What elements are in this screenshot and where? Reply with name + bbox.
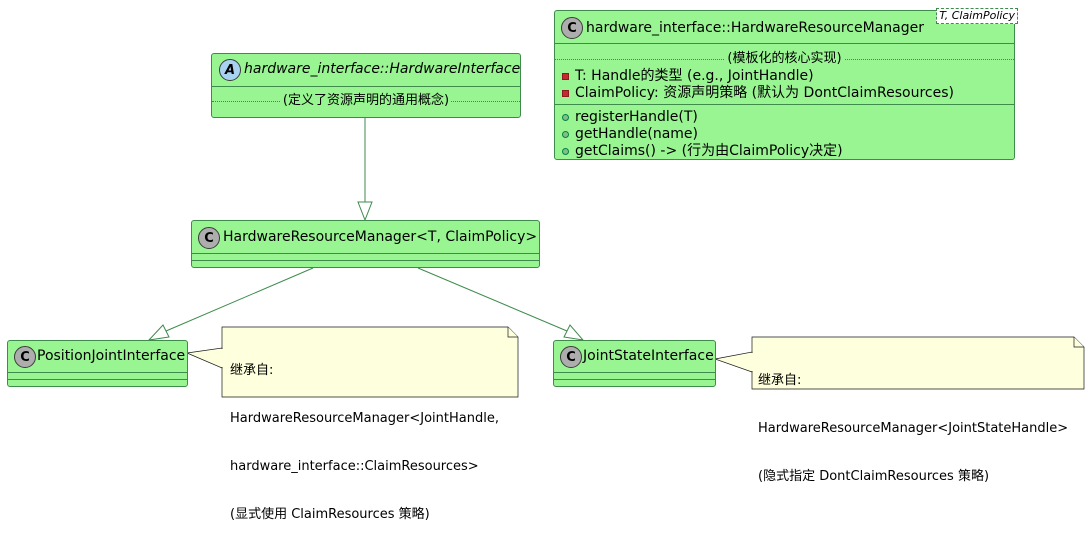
note-line: hardware_interface::ClaimResources> bbox=[230, 459, 479, 474]
inheritance-edge-jointstate bbox=[417, 267, 568, 332]
field-item: T: Handle的类型 (e.g., JointHandle) bbox=[575, 68, 814, 84]
class-divider bbox=[555, 43, 1014, 44]
separator-note: (模板化的核心实现) bbox=[725, 51, 844, 66]
hardware-interface-class[interactable]: A hardware_interface::HardwareInterface … bbox=[211, 53, 521, 118]
class-icon: C bbox=[560, 346, 582, 368]
class-name: hardware_interface::HardwareInterface bbox=[244, 61, 521, 77]
note-line: (隐式指定 DontClaimResources 策略) bbox=[758, 469, 990, 484]
inheritance-edge-position bbox=[165, 267, 314, 332]
class-divider bbox=[554, 379, 715, 380]
class-divider bbox=[555, 104, 1014, 105]
template-parameters: T, ClaimPolicy bbox=[936, 8, 1018, 24]
position-joint-interface-class[interactable]: C PositionJointInterface bbox=[7, 340, 188, 387]
class-divider bbox=[212, 86, 520, 87]
method-item: registerHandle(T) bbox=[575, 109, 698, 125]
inheritance-arrowhead-jointstate bbox=[563, 324, 585, 341]
note-line: 继承自: bbox=[758, 373, 802, 388]
public-method-icon bbox=[562, 131, 569, 138]
field-item: ClaimPolicy: 资源声明策略 (默认为 DontClaimResour… bbox=[575, 85, 954, 101]
class-icon: C bbox=[561, 17, 583, 39]
class-name: JointStateInterface bbox=[583, 348, 714, 364]
resource-manager-class[interactable]: C HardwareResourceManager<T, ClaimPolicy… bbox=[191, 220, 540, 268]
class-divider bbox=[192, 260, 539, 261]
class-name: HardwareResourceManager<T, ClaimPolicy> bbox=[223, 229, 538, 245]
position-note-link bbox=[185, 347, 223, 369]
abstract-class-icon: A bbox=[219, 59, 241, 81]
class-divider bbox=[8, 379, 187, 380]
private-field-icon bbox=[562, 90, 569, 97]
jointstate-note-shape bbox=[751, 336, 1085, 390]
note-line: 继承自: bbox=[230, 363, 274, 378]
note-line: HardwareResourceManager<JointStateHandle… bbox=[758, 421, 1069, 436]
method-item: getClaims() -> (行为由ClaimPolicy决定) bbox=[575, 143, 843, 159]
position-note-fold bbox=[507, 327, 518, 338]
joint-state-interface-class[interactable]: C JointStateInterface bbox=[553, 340, 716, 387]
public-method-icon bbox=[562, 148, 569, 155]
jointstate-note: 继承自: HardwareResourceManager<JointStateH… bbox=[758, 341, 1068, 501]
inheritance-arrowhead-interface bbox=[357, 201, 373, 222]
position-note: 继承自: HardwareResourceManager<JointHandle… bbox=[230, 331, 499, 539]
class-name: PositionJointInterface bbox=[37, 348, 186, 364]
public-method-icon bbox=[562, 114, 569, 121]
diagram-connectors bbox=[147, 118, 1085, 398]
jointstate-note-fold bbox=[1073, 337, 1084, 348]
class-divider bbox=[554, 372, 715, 373]
private-field-icon bbox=[562, 73, 569, 80]
class-icon: C bbox=[14, 346, 36, 368]
jointstate-note-link bbox=[713, 351, 753, 373]
class-divider bbox=[8, 372, 187, 373]
position-note-shape bbox=[221, 326, 519, 398]
note-line: HardwareResourceManager<JointHandle, bbox=[230, 411, 499, 426]
class-icon: C bbox=[198, 227, 220, 249]
class-name: hardware_interface::HardwareResourceMana… bbox=[586, 20, 924, 36]
note-line: (显式使用 ClaimResources 策略) bbox=[230, 507, 430, 522]
class-divider bbox=[192, 253, 539, 254]
inheritance-arrowhead-position bbox=[147, 324, 170, 341]
method-item: getHandle(name) bbox=[575, 126, 698, 142]
template-manager-class[interactable]: C hardware_interface::HardwareResourceMa… bbox=[554, 8, 1018, 160]
separator-note: (定义了资源声明的通用概念) bbox=[280, 93, 452, 108]
